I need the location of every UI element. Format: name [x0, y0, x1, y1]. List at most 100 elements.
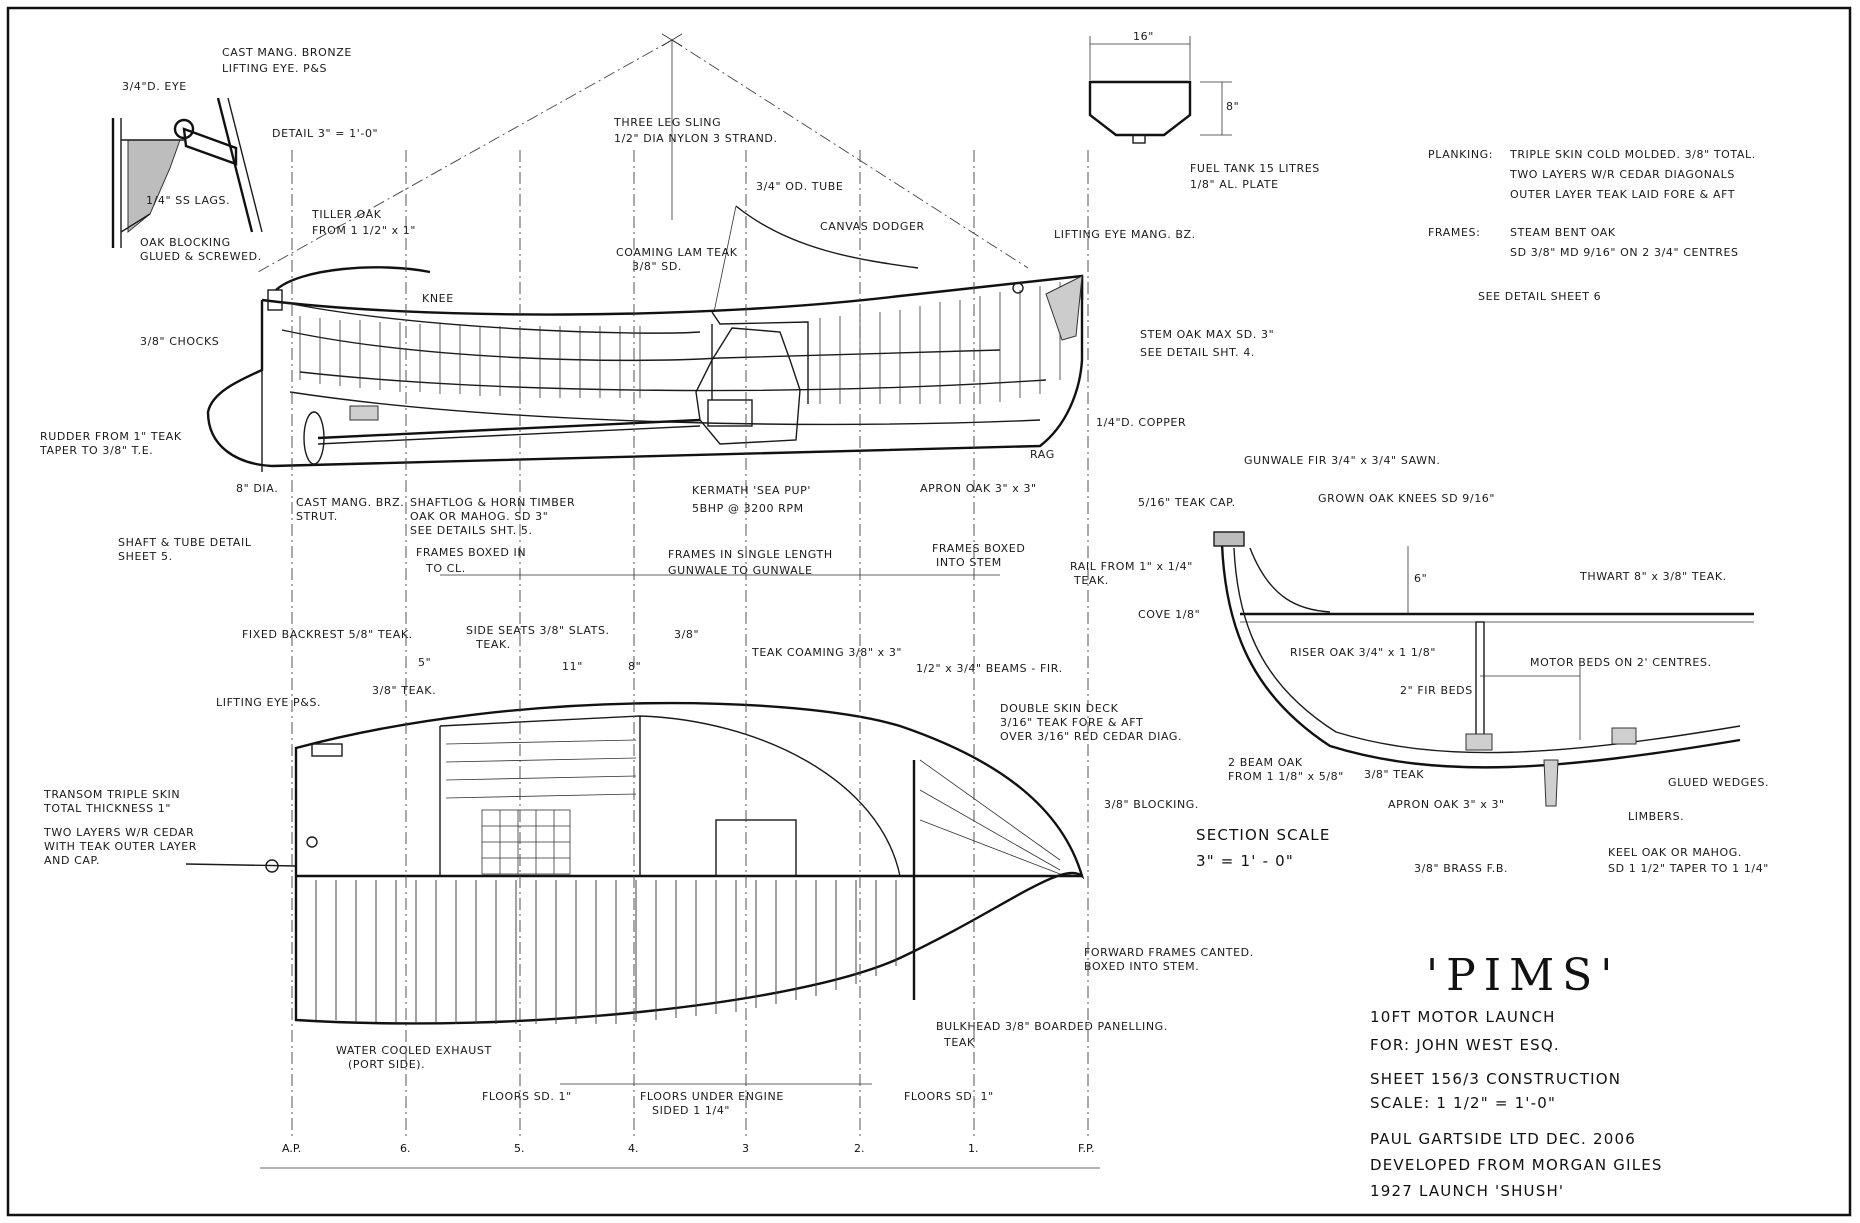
gunwale-note: GUNWALE FIR 3/4" x 3/4" SAWN. [1244, 454, 1441, 467]
forward-frames-note-1: FORWARD FRAMES CANTED. [1084, 946, 1254, 959]
floors-note-2: FLOORS UNDER ENGINE [640, 1090, 784, 1103]
backrest-note: FIXED BACKREST 5/8" TEAK. [242, 628, 413, 641]
deck-note-2: 3/16" TEAK FORE & AFT [1000, 716, 1143, 729]
bilge-note-1: 2 BEAM OAK [1228, 756, 1303, 769]
shaft-detail-note-1: SHAFT & TUBE DETAIL [118, 536, 252, 549]
fuel-tank [1088, 36, 1232, 144]
station-3: 3 [742, 1142, 749, 1155]
frames-boxed-note-1: FRAMES BOXED IN [416, 546, 526, 559]
station-4: 4. [628, 1142, 639, 1155]
exhaust-note-2: (PORT SIDE). [348, 1058, 425, 1071]
teak-38-note: 3/8" TEAK. [372, 684, 436, 697]
detail-blocking-2: GLUED & SCREWED. [140, 250, 262, 263]
frames-single-note-2: GUNWALE TO GUNWALE [668, 564, 813, 577]
station-lines [260, 150, 1100, 1169]
station-1: 1. [968, 1142, 979, 1155]
strut-note-1: CAST MANG. BRZ. [296, 496, 404, 509]
station-5: 5. [514, 1142, 525, 1155]
frames-boxed-note-2: TO CL. [425, 562, 466, 575]
section-scale-label: SECTION SCALE [1196, 826, 1331, 844]
riser-note: RISER OAK 3/4" x 1 1/8" [1290, 646, 1436, 659]
limbers-note: LIMBERS. [1628, 810, 1684, 823]
keel-note-2: SD 1 1/2" TAPER TO 1 1/4" [1608, 862, 1769, 875]
shaft-detail-note-2: SHEET 5. [118, 550, 173, 563]
detail-rod: 3/4"D. EYE [122, 80, 187, 93]
sling-note-1: THREE LEG SLING [613, 116, 721, 129]
rudder-note-1: RUDDER FROM 1" TEAK [40, 430, 182, 443]
knee-note: KNEE [422, 292, 454, 305]
deck-note-1: DOUBLE SKIN DECK [1000, 702, 1119, 715]
side-seats [445, 739, 637, 799]
coaming-note: COAMING LAM TEAK [616, 246, 738, 259]
shaftlog-note-3: SEE DETAILS SHT. 5. [410, 524, 533, 537]
station-2: 2. [854, 1142, 865, 1155]
keel-note-1: KEEL OAK OR MAHOG. [1608, 846, 1742, 859]
detail-blocking-1: OAK BLOCKING [140, 236, 231, 249]
planking-line-3: OUTER LAYER TEAK LAID FORE & AFT [1510, 188, 1735, 201]
floors-note-2b: SIDED 1 1/4" [652, 1104, 730, 1117]
prop-note: 8" DIA. [236, 482, 278, 495]
rail-note-2: TEAK. [1073, 574, 1109, 587]
plan-view [185, 701, 1085, 1025]
beams-note: 1/2" x 3/4" BEAMS - FIR. [916, 662, 1063, 675]
fuel-tank-width: 16" [1133, 30, 1154, 43]
rudder-note-2: TAPER TO 3/8" T.E. [39, 444, 153, 457]
stem-note-1: STEM OAK MAX SD. 3" [1140, 328, 1274, 341]
frames-stem-note-2: INTO STEM [936, 556, 1002, 569]
floors-note-3: FLOORS SD. 1" [904, 1090, 994, 1103]
planking-label: PLANKING: [1428, 148, 1493, 161]
profile-frames [299, 282, 1061, 404]
section-teak-note: 3/8" TEAK [1364, 768, 1424, 781]
blocking-note: 3/8" BLOCKING. [1104, 798, 1199, 811]
copper-note: 1/4"D. COPPER [1096, 416, 1186, 429]
shaftlog-note-1: SHAFTLOG & HORN TIMBER [410, 496, 575, 509]
tiller-note-2: FROM 1 1/2" x 1" [312, 224, 416, 237]
transom-note-3: TWO LAYERS W/R CEDAR [43, 826, 194, 839]
shaftlog-note-2: OAK OR MAHOG. SD 3" [410, 510, 548, 523]
cove-note: COVE 1/8" [1138, 608, 1200, 621]
stem-note-2: SEE DETAIL SHT. 4. [1140, 346, 1255, 359]
frames-single-note-1: FRAMES IN SINGLE LENGTH [668, 548, 833, 561]
rag-note: RAG [1030, 448, 1055, 461]
title-line-6: DEVELOPED FROM MORGAN GILES [1370, 1156, 1663, 1174]
dim-5: 5" [418, 656, 431, 669]
title-line-1: 10FT MOTOR LAUNCH [1370, 1008, 1556, 1026]
title-line-7: 1927 LAUNCH 'SHUSH' [1370, 1182, 1564, 1200]
transom-note-5: AND CAP. [44, 854, 100, 867]
lifting-eye-ps-note: LIFTING EYE P&S. [216, 696, 321, 709]
detail-title: DETAIL 3" = 1'-0" [272, 127, 378, 140]
dim-38: 3/8" [674, 628, 699, 641]
thwart-note: THWART 8" x 3/8" TEAK. [1579, 570, 1727, 583]
frames-stem-note-1: FRAMES BOXED [932, 542, 1025, 555]
fuel-tank-note-2: 1/8" AL. PLATE [1190, 178, 1279, 191]
station-ap: A.P. [282, 1142, 301, 1155]
plan-frames [315, 880, 897, 1024]
detail-cast-mang: CAST MANG. BRONZE [222, 46, 352, 59]
transom-note-1: TRANSOM TRIPLE SKIN [43, 788, 180, 801]
seats-note-1: SIDE SEATS 3/8" SLATS. [466, 624, 610, 637]
brass-note: 3/8" BRASS F.B. [1414, 862, 1508, 875]
profile-view [206, 33, 1084, 472]
tiller-note-1: TILLER OAK [311, 208, 382, 221]
dim-6: 6" [1414, 572, 1427, 585]
detail-lifting-eye: LIFTING EYE. P&S [222, 62, 327, 75]
floor-grating [481, 809, 571, 875]
frames-line-1: STEAM BENT OAK [1510, 226, 1616, 239]
bulkhead-note-2: TEAK [943, 1036, 975, 1049]
strut-note-2: STRUT. [296, 510, 338, 523]
planking-line-2: TWO LAYERS W/R CEDAR DIAGONALS [1509, 168, 1735, 181]
fir-beds-note: 2" FIR BEDS [1400, 684, 1473, 697]
dim-11: 11" [562, 660, 583, 673]
chocks-note: 3/8" CHOCKS [140, 335, 219, 348]
title-line-2: FOR: JOHN WEST ESQ. [1370, 1036, 1560, 1054]
teak-coaming-note: TEAK COAMING 3/8" x 3" [751, 646, 902, 659]
fuel-tank-note-1: FUEL TANK 15 LITRES [1190, 162, 1320, 175]
detail-lags: 1/4" SS LAGS. [146, 194, 230, 207]
deck-planking [919, 759, 1061, 875]
planking-line-1: TRIPLE SKIN COLD MOLDED. 3/8" TOTAL. [1509, 148, 1756, 161]
lifting-eye-mang-note: LIFTING EYE MANG. BZ. [1054, 228, 1196, 241]
motor-beds-note: MOTOR BEDS ON 2' CENTRES. [1530, 656, 1712, 669]
station-6: 6. [400, 1142, 411, 1155]
section-scale-value: 3" = 1' - 0" [1196, 852, 1294, 870]
frames-label: FRAMES: [1428, 226, 1480, 239]
